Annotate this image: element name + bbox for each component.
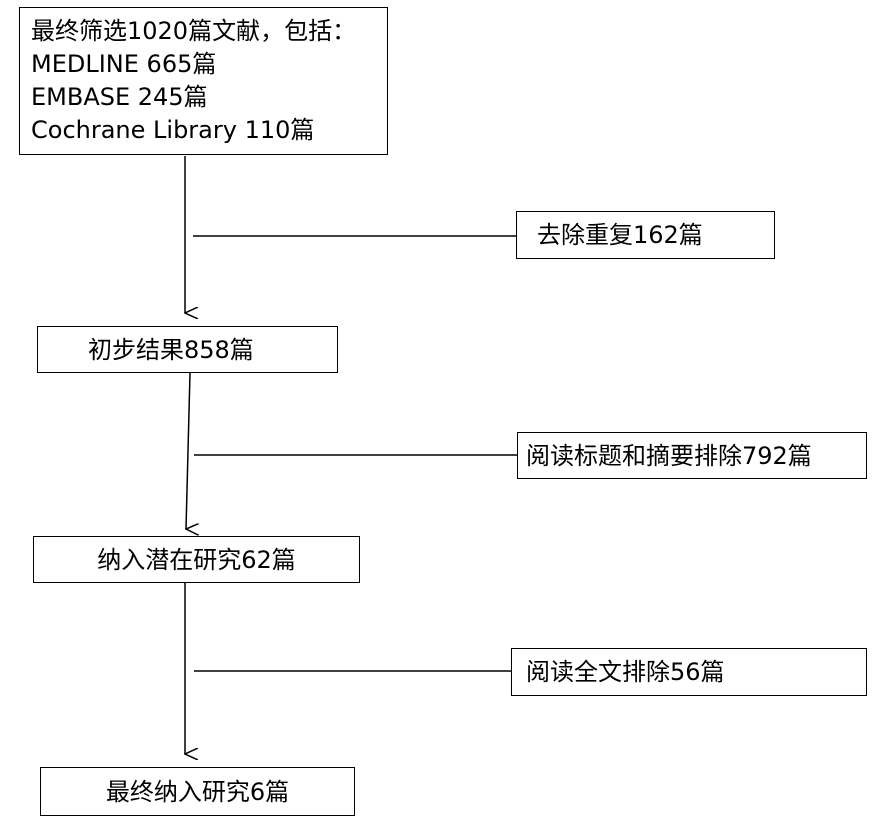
potential-label: 纳入潜在研究62篇	[97, 545, 296, 574]
box-exclude-title-abstract: 阅读标题和摘要排除792篇	[517, 432, 867, 479]
final-label: 最终纳入研究6篇	[105, 777, 290, 806]
box-potential-studies: 纳入潜在研究62篇	[33, 536, 360, 583]
box-initial-search: 最终筛选1020篇文献，包括： MEDLINE 665篇 EMBASE 245篇…	[19, 7, 388, 155]
exclude-title-abstract-label: 阅读标题和摘要排除792篇	[526, 441, 812, 470]
initial-line-cochrane: Cochrane Library 110篇	[31, 116, 315, 144]
initial-line-embase: EMBASE 245篇	[31, 83, 208, 111]
initial-line-total: 最终筛选1020篇文献，包括：	[31, 17, 357, 45]
box-exclude-fulltext: 阅读全文排除56篇	[511, 648, 867, 696]
box-final-included: 最终纳入研究6篇	[40, 767, 355, 816]
remove-duplicates-label: 去除重复162篇	[537, 221, 703, 249]
box-remove-duplicates: 去除重复162篇	[516, 211, 775, 259]
exclude-fulltext-label: 阅读全文排除56篇	[526, 658, 725, 686]
initial-line-medline: MEDLINE 665篇	[31, 50, 217, 78]
arrow-preliminary-to-potential	[186, 372, 190, 529]
box-preliminary-result: 初步结果858篇	[37, 326, 338, 373]
preliminary-label: 初步结果858篇	[88, 335, 254, 364]
